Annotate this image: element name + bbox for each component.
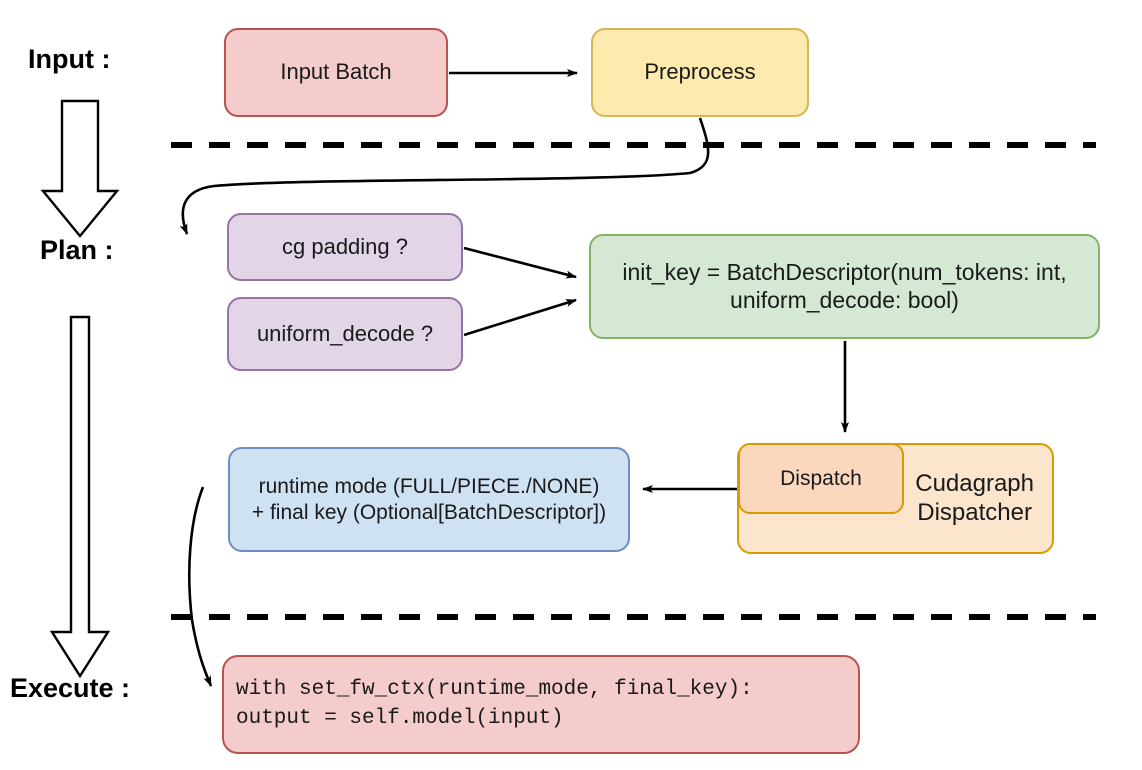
node-cudagraph-dispatcher-label: Cudagraph Dispatcher xyxy=(915,469,1034,526)
node-exec-code[interactable]: with set_fw_ctx(runtime_mode, final_key)… xyxy=(222,655,860,754)
node-input-batch-label: Input Batch xyxy=(280,59,392,85)
edge-runtime-mode-to-exec-code xyxy=(187,486,213,687)
node-exec-code-label: with set_fw_ctx(runtime_mode, final_key)… xyxy=(236,678,753,730)
plan-to-execute-arrow xyxy=(49,315,111,679)
input-to-plan-arrow xyxy=(40,99,120,238)
stage-label-execute: Execute : xyxy=(10,673,131,703)
edge-cg-padding-to-init-key xyxy=(463,246,577,279)
node-init-key-label: init_key = BatchDescriptor(num_tokens: i… xyxy=(622,258,1067,313)
stage-label-plan: Plan : xyxy=(40,235,114,265)
node-runtime-mode-label: runtime mode (FULL/PIECE./NONE) + final … xyxy=(251,475,607,524)
stage-label-input: Input : xyxy=(28,44,111,74)
node-dispatch-label: Dispatch xyxy=(780,466,862,490)
node-uniform-decode[interactable]: uniform_decode ? xyxy=(227,297,463,371)
node-input-batch[interactable]: Input Batch xyxy=(224,28,448,117)
edge-uniform-decode-to-init-key xyxy=(463,298,577,337)
node-runtime-mode[interactable]: runtime mode (FULL/PIECE./NONE) + final … xyxy=(228,447,630,552)
node-uniform-decode-label: uniform_decode ? xyxy=(256,320,434,346)
node-preprocess-label: Preprocess xyxy=(644,59,756,85)
node-preprocess[interactable]: Preprocess xyxy=(591,28,809,117)
node-cg-padding-label: cg padding ? xyxy=(282,233,408,259)
node-dispatch[interactable]: Dispatch xyxy=(738,443,904,514)
node-init-key[interactable]: init_key = BatchDescriptor(num_tokens: i… xyxy=(589,234,1100,339)
node-cg-padding[interactable]: cg padding ? xyxy=(227,213,463,281)
